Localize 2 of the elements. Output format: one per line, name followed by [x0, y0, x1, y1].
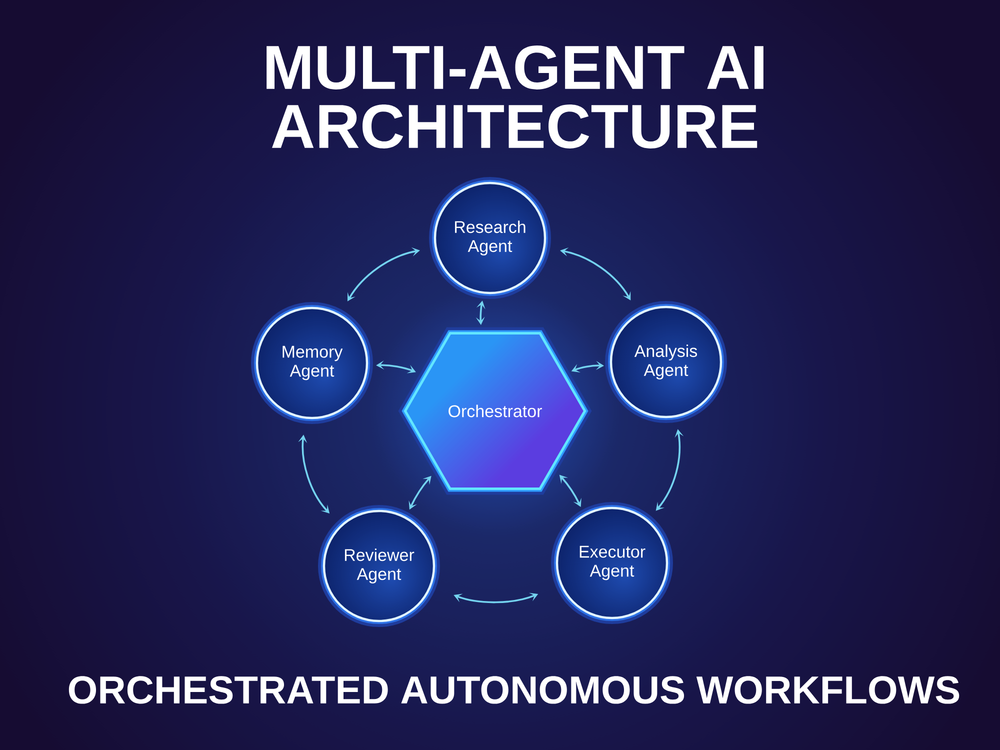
title: MULTI-AGENT AI ARCHITECTURE: [266, 46, 764, 148]
subtitle: ORCHESTRATED AUTONOMOUS WORKFLOWS: [68, 676, 960, 704]
